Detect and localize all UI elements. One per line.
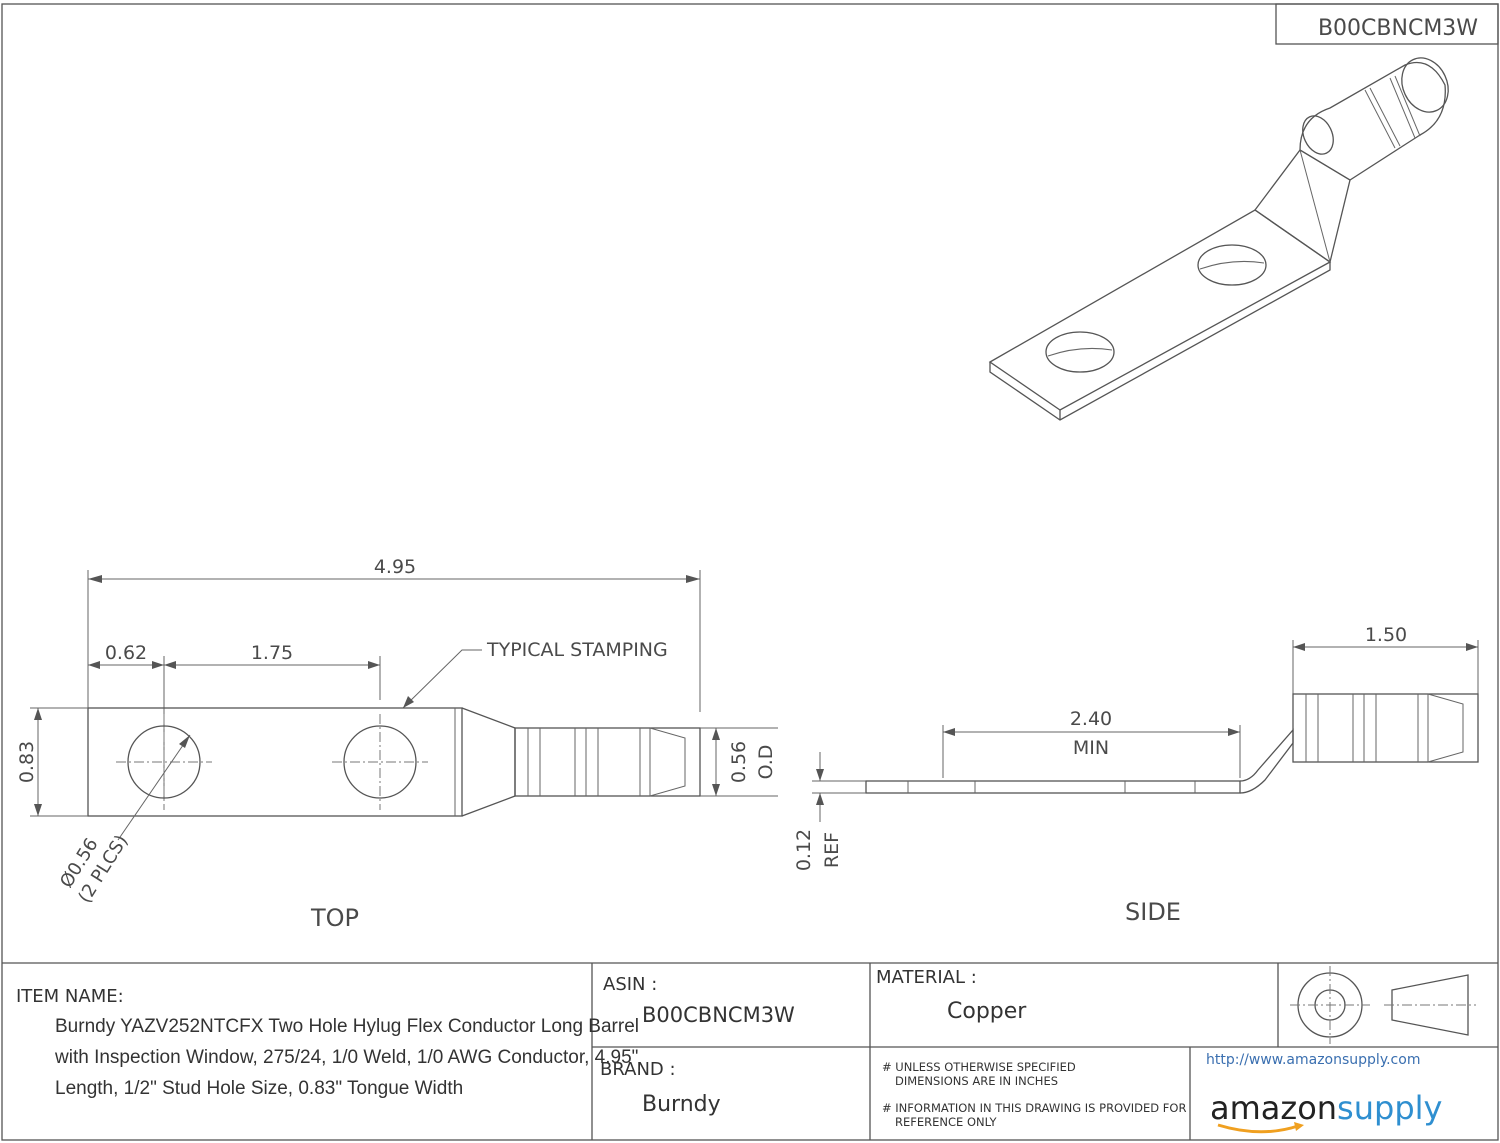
part-code: B00CBNCM3W <box>1318 16 1478 41</box>
note-units-line-1: # UNLESS OTHERWISE SPECIFIED <box>882 1060 1076 1074</box>
brand-value: Burndy <box>642 1092 721 1117</box>
note-typical-stamping: TYPICAL STAMPING <box>486 639 668 661</box>
material-value: Copper <box>947 999 1027 1024</box>
dim-barrel-length: 1.50 <box>1365 624 1407 646</box>
amazonsupply-url[interactable]: http://www.amazonsupply.com <box>1206 1052 1421 1068</box>
dim-thickness-unit: REF <box>821 832 843 868</box>
amazonsupply-logo: amazonsupply <box>1210 1088 1443 1134</box>
logo-supply-text: supply <box>1337 1089 1443 1127</box>
dim-thickness-value: 0.12 <box>793 829 815 871</box>
iso-hole-2 <box>1197 244 1267 286</box>
dim-barrel-od-unit: O.D <box>755 745 777 780</box>
brand-label: BRAND : <box>600 1059 676 1080</box>
item-name-line-3: Length, 1/2" Stud Hole Size, 0.83" Tongu… <box>55 1078 464 1099</box>
dim-min-tongue-unit: MIN <box>1073 737 1109 759</box>
side-view: 1.50 2.40 MIN 0.12 REF <box>793 624 1479 926</box>
logo-amazon-text: amazon <box>1210 1089 1338 1127</box>
dim-barrel-od-value: 0.56 <box>728 741 750 783</box>
dim-tongue-width: 0.83 <box>16 741 38 783</box>
item-name-line-1: Burndy YAZV252NTCFX Two Hole Hylug Flex … <box>55 1016 639 1037</box>
view-label-top: TOP <box>310 904 359 932</box>
isometric-view <box>988 57 1449 421</box>
iso-transition <box>1254 149 1351 264</box>
view-label-side: SIDE <box>1125 898 1181 926</box>
amazon-smile-icon <box>1217 1122 1304 1134</box>
note-reference-line-2: REFERENCE ONLY <box>895 1115 997 1129</box>
item-name-label: ITEM NAME: <box>16 986 124 1007</box>
material-label: MATERIAL : <box>876 967 977 988</box>
title-block-frame <box>2 962 1498 1140</box>
projection-symbol-icon <box>1290 966 1476 1044</box>
top-tongue <box>87 707 463 817</box>
side-barrel <box>1292 693 1479 763</box>
top-taper <box>461 707 516 817</box>
item-name-line-2: with Inspection Window, 275/24, 1/0 Weld… <box>55 1047 639 1068</box>
side-tongue <box>865 780 1241 794</box>
top-view: 4.95 0.62 1.75 TYPICAL STAMPING <box>16 556 778 932</box>
dim-hole-spacing: 1.75 <box>251 642 293 664</box>
iso-barrel <box>1299 61 1446 181</box>
iso-hole-1 <box>1045 331 1115 373</box>
asin-label: ASIN : <box>603 974 658 995</box>
iso-tongue-top <box>988 209 1332 411</box>
note-reference-line-1: # INFORMATION IN THIS DRAWING IS PROVIDE… <box>882 1101 1187 1115</box>
note-units-line-2: DIMENSIONS ARE IN INCHES <box>895 1074 1059 1088</box>
side-bend <box>1239 728 1294 794</box>
top-hole-2 <box>343 725 417 799</box>
sheet-border <box>1 3 1499 1141</box>
top-barrel <box>514 727 701 797</box>
dim-overall-length: 4.95 <box>374 556 416 578</box>
asin-value: B00CBNCM3W <box>642 1003 795 1027</box>
part-code-box <box>1275 3 1499 45</box>
dim-hole-offset: 0.62 <box>105 642 147 664</box>
top-hole-1 <box>127 725 201 799</box>
dim-min-tongue-value: 2.40 <box>1070 708 1112 730</box>
